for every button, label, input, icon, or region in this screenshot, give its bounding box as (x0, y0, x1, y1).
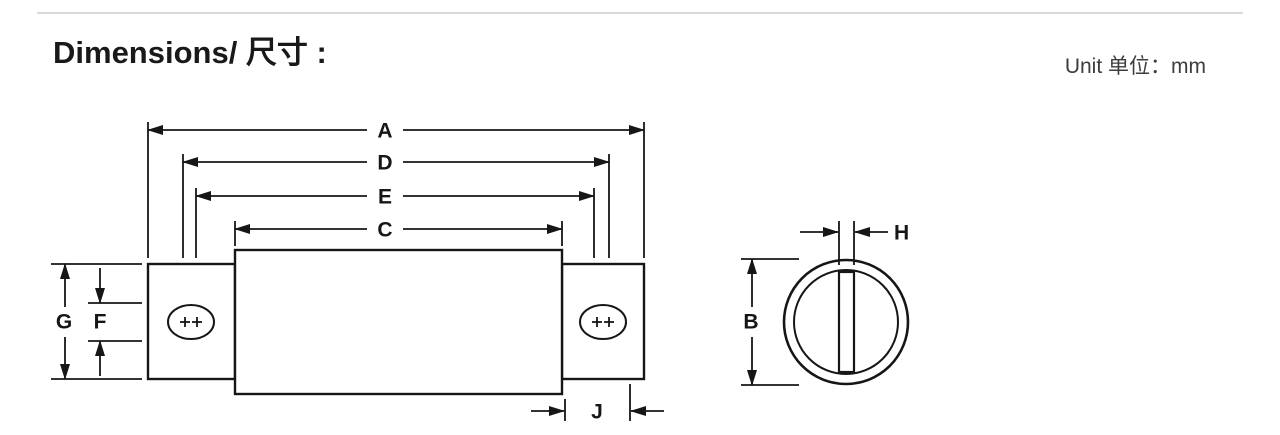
fuse-end-view (782, 258, 910, 386)
left-terminal-slot-hole (167, 304, 215, 340)
dim-A-label: A (377, 120, 392, 143)
right-terminal-slot-hole (579, 304, 627, 340)
dim-F-label: F (94, 311, 107, 334)
dim-H: H (800, 221, 909, 265)
dim-D: D (182, 152, 610, 258)
dim-C-label: C (377, 219, 392, 242)
dim-D-label: D (377, 152, 392, 175)
dim-J: J (531, 384, 664, 424)
dim-C: C (234, 219, 563, 246)
top-divider (37, 12, 1243, 14)
dim-A: A (147, 120, 645, 258)
fuse-body (233, 248, 564, 396)
right-hole-cross-marks (592, 317, 614, 327)
unit-label: Unit 单位：mm (1064, 55, 1206, 78)
dim-H-label: H (894, 222, 909, 245)
fuse-side-view (146, 248, 646, 396)
dim-E-label: E (378, 186, 392, 209)
dim-B: B (741, 258, 799, 386)
end-view-inner-circle (793, 269, 899, 375)
dim-G: G (51, 263, 142, 380)
dim-F: F (88, 268, 142, 376)
left-hole-cross-marks (180, 317, 202, 327)
right-terminal (560, 262, 646, 381)
dim-J-label: J (591, 401, 603, 424)
dim-B-label: B (743, 311, 758, 334)
end-view-outer-circle (782, 258, 910, 386)
end-view-dimensions: B H (741, 221, 909, 386)
side-view-dimensions: A D E C G (51, 120, 664, 424)
dim-G-label: G (56, 311, 72, 334)
page-title: Dimensions/ 尺寸 : (53, 35, 327, 70)
end-view-slot (837, 270, 856, 374)
left-terminal (146, 262, 237, 381)
dim-E: E (195, 186, 595, 258)
